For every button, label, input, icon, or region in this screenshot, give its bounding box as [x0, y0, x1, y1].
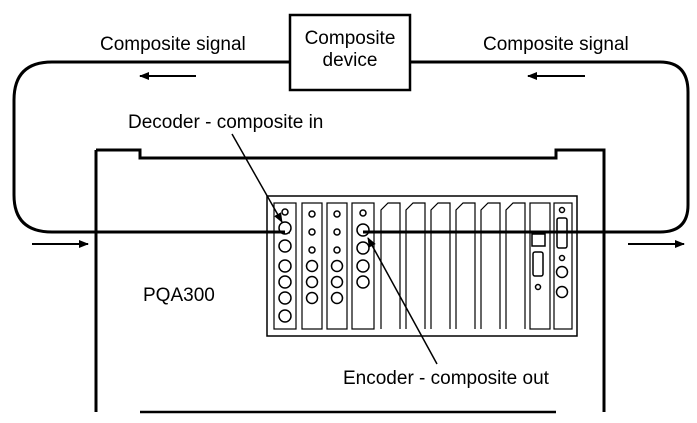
encoder-composite-out-label: Encoder - composite out [343, 368, 549, 389]
pqa300-label: PQA300 [143, 285, 215, 306]
decoder-card-connectors [278, 208, 292, 323]
composite-signal-label-left: Composite signal [100, 34, 246, 55]
composite-device-label-line2: device [322, 50, 378, 71]
card-slots [273, 202, 573, 330]
composite-device-box [288, 13, 412, 92]
encoder-leader-line [367, 237, 438, 365]
composite-device-label: Composite device [290, 28, 410, 72]
decoder-composite-in-label: Decoder - composite in [128, 112, 324, 133]
encoder-card-connectors [356, 209, 370, 289]
card-rack [266, 195, 578, 337]
pqa300-chassis [94, 148, 606, 412]
io-card-connectors [531, 206, 569, 299]
decoder-leader-line [231, 133, 283, 223]
card3-connectors [330, 210, 344, 305]
composite-device-label-line1: Composite [304, 28, 396, 49]
signal-loop-right [362, 60, 690, 234]
composite-signal-label-right: Composite signal [483, 34, 629, 55]
signal-loop-left [12, 60, 290, 234]
card2-connectors [305, 210, 319, 305]
